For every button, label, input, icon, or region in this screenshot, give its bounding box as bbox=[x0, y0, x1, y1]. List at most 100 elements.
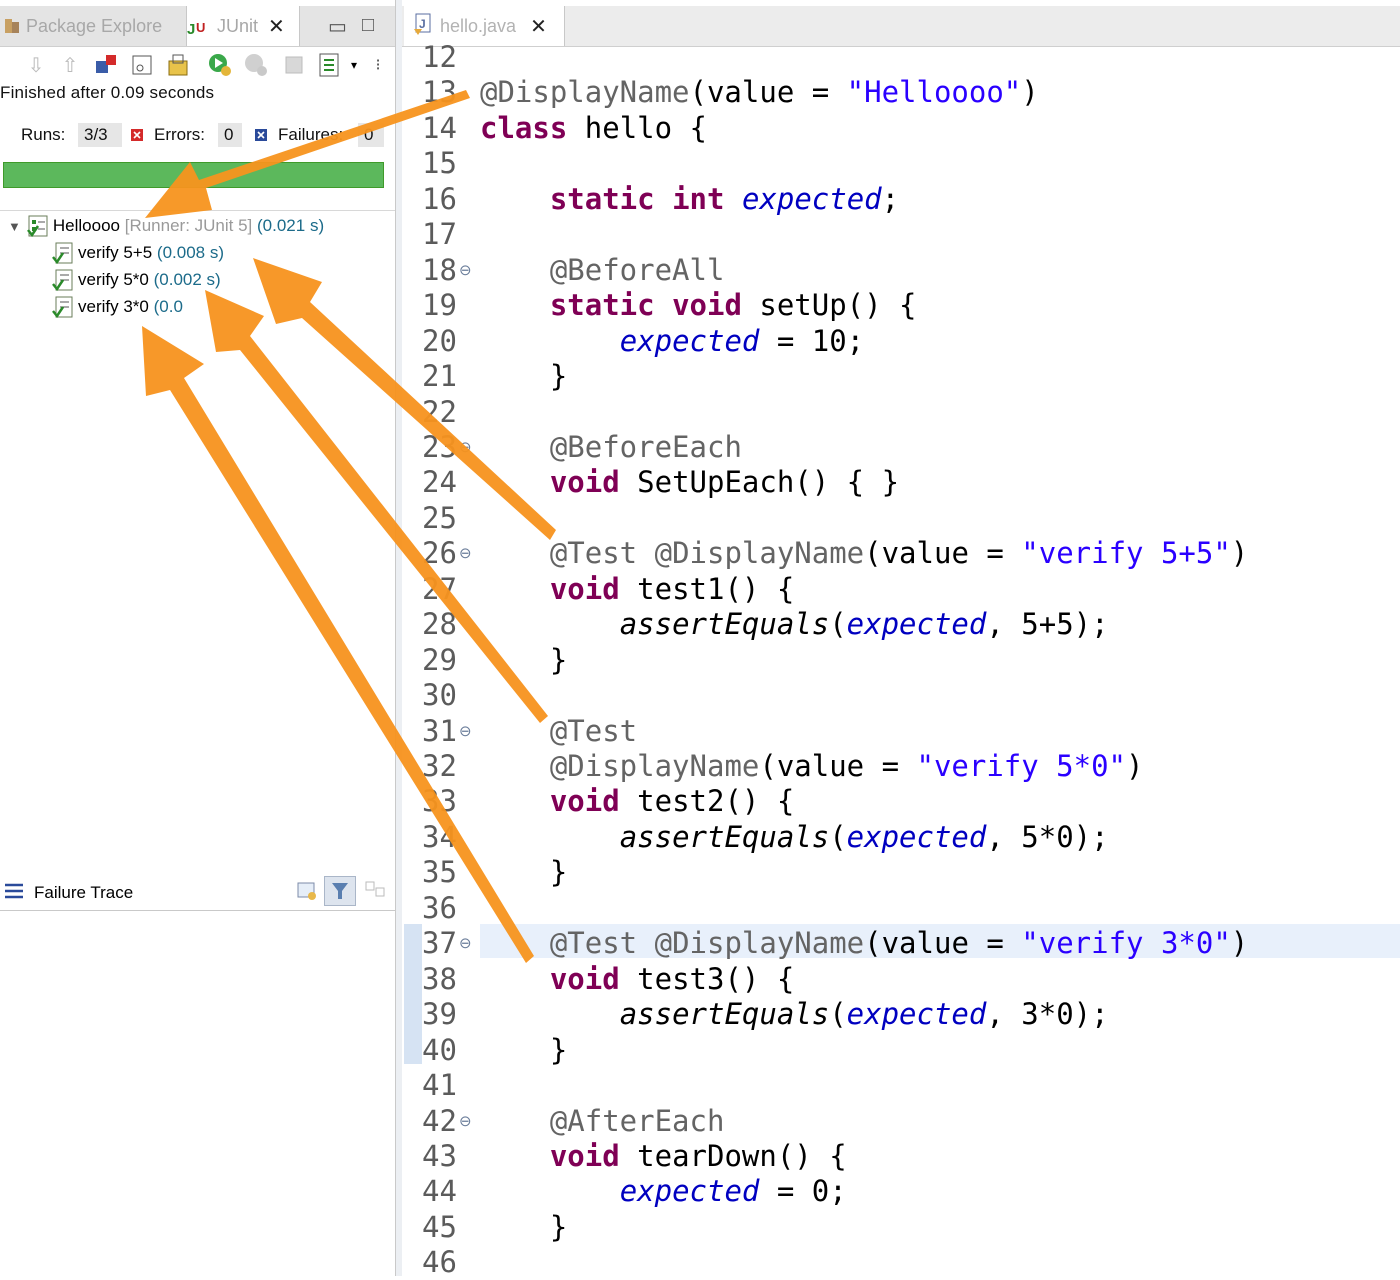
line-number: 44 bbox=[422, 1174, 457, 1209]
tab-package-explorer[interactable]: Package Explore bbox=[4, 6, 174, 46]
fold-icon[interactable]: ⊖ bbox=[459, 1112, 472, 1130]
compare-results-icon[interactable] bbox=[296, 880, 318, 907]
previous-failure-icon[interactable]: ⇧ bbox=[61, 54, 79, 77]
editor-tab-bar: J hello.java ✕ bbox=[402, 6, 1400, 47]
tree-item-test3[interactable]: verify 3*0 (0.0 bbox=[52, 294, 183, 320]
fold-icon[interactable]: ⊖ bbox=[459, 545, 472, 563]
quick-diff-marker bbox=[404, 924, 422, 1064]
failure-trace-header: Failure Trace bbox=[0, 876, 395, 911]
lock-icon[interactable] bbox=[164, 50, 192, 80]
code-line[interactable]: void SetUpEach() { } bbox=[549, 465, 900, 500]
line-number: 46 bbox=[422, 1245, 457, 1280]
line-number: 33 bbox=[422, 784, 457, 819]
test-progress-bar bbox=[3, 162, 384, 188]
line-number: 29 bbox=[422, 642, 457, 677]
code-line[interactable]: @BeforeEach bbox=[549, 429, 742, 464]
code-line[interactable]: @AfterEach bbox=[549, 1103, 725, 1138]
code-line[interactable]: assertEquals(expected, 5*0); bbox=[619, 819, 1109, 854]
tab-hello-java[interactable]: J hello.java ✕ bbox=[404, 6, 565, 46]
test-counters: Runs: 3/3 Errors: 0 Failures: 0 bbox=[0, 123, 395, 149]
line-number: 21 bbox=[422, 359, 457, 394]
code-line[interactable]: assertEquals(expected, 3*0); bbox=[619, 997, 1109, 1032]
failures-value: 0 bbox=[364, 125, 374, 144]
code-line[interactable]: } bbox=[480, 855, 568, 890]
close-icon[interactable]: ✕ bbox=[530, 15, 547, 38]
show-failures-only-icon[interactable] bbox=[92, 50, 120, 80]
tree-root-time: (0.021 s) bbox=[257, 216, 325, 235]
next-failure-icon[interactable]: ⇩ bbox=[27, 54, 45, 77]
code-line[interactable]: expected = 10; bbox=[619, 323, 865, 358]
code-line[interactable]: expected = 0; bbox=[619, 1174, 847, 1209]
code-line[interactable]: assertEquals(expected, 5+5); bbox=[619, 607, 1109, 642]
line-number: 26 bbox=[422, 536, 457, 571]
line-number: 35 bbox=[422, 855, 457, 890]
test-name: verify 3*0 bbox=[78, 297, 149, 316]
view-sash[interactable] bbox=[395, 0, 402, 1276]
tree-root[interactable]: ▼ Helloooo [Runner: JUnit 5] (0.021 s) bbox=[8, 213, 324, 239]
line-number: 34 bbox=[422, 819, 457, 854]
svg-text:J: J bbox=[419, 17, 426, 31]
code-line[interactable]: void test3() { bbox=[549, 961, 795, 996]
code-line[interactable]: @Test @DisplayName(value = "verify 5+5") bbox=[549, 536, 1249, 571]
line-number: 18 bbox=[422, 252, 457, 287]
code-line[interactable]: void test1() { bbox=[549, 571, 795, 606]
code-line[interactable]: void test2() { bbox=[549, 784, 795, 819]
code-line[interactable]: class hello { bbox=[480, 110, 707, 145]
fold-icon[interactable]: ⊖ bbox=[459, 261, 472, 279]
line-number: 31 bbox=[422, 713, 457, 748]
filter-stack-trace-icon[interactable] bbox=[324, 876, 356, 906]
minimize-icon[interactable]: ▭ bbox=[328, 16, 347, 38]
line-number: 17 bbox=[422, 217, 457, 252]
stop-icon[interactable] bbox=[280, 50, 308, 80]
code-line[interactable]: } bbox=[480, 1032, 568, 1067]
maximize-icon[interactable]: □ bbox=[362, 14, 375, 36]
view-menu-icon[interactable]: ⁝ bbox=[375, 57, 381, 74]
code-line[interactable]: void tearDown() { bbox=[549, 1138, 847, 1173]
expand-triangle-icon[interactable]: ▼ bbox=[8, 218, 21, 234]
rerun-test-icon[interactable] bbox=[206, 50, 234, 80]
tab-hello-java-label: hello.java bbox=[440, 15, 517, 36]
svg-text:U: U bbox=[196, 20, 205, 35]
current-line-highlight bbox=[480, 924, 1400, 958]
fold-icon[interactable]: ⊖ bbox=[459, 438, 472, 456]
errors-label: Errors: bbox=[154, 125, 205, 144]
fold-icon[interactable]: ⊖ bbox=[459, 722, 472, 740]
tab-junit-label: JUnit bbox=[217, 15, 259, 36]
svg-text:J: J bbox=[187, 21, 195, 37]
scroll-lock-icon[interactable] bbox=[128, 50, 156, 80]
code-line[interactable]: } bbox=[480, 1209, 568, 1244]
code-line[interactable]: static int expected; bbox=[549, 181, 900, 216]
test-time: (0.002 s) bbox=[153, 270, 221, 289]
code-line[interactable]: @DisplayName(value = "verify 5*0") bbox=[549, 749, 1144, 783]
code-line[interactable]: @Test @DisplayName(value = "verify 3*0") bbox=[549, 926, 1249, 961]
code-line[interactable]: static void setUp() { bbox=[549, 288, 917, 323]
line-number: 43 bbox=[422, 1138, 457, 1173]
code-line[interactable]: } bbox=[480, 642, 568, 677]
tree-item-test2[interactable]: verify 5*0 (0.002 s) bbox=[52, 267, 221, 293]
tree-item-test1[interactable]: verify 5+5 (0.008 s) bbox=[52, 240, 224, 266]
failure-trace-label: Failure Trace bbox=[34, 883, 134, 902]
history-dropdown-icon[interactable]: ▾ bbox=[350, 58, 358, 72]
line-number: 19 bbox=[422, 288, 457, 323]
progress-fill bbox=[4, 163, 383, 187]
line-number: 42 bbox=[422, 1103, 457, 1138]
code-line[interactable]: @BeforeAll bbox=[549, 252, 725, 287]
close-icon[interactable]: ✕ bbox=[268, 15, 285, 38]
line-number: 39 bbox=[422, 997, 457, 1032]
line-number: 16 bbox=[422, 181, 457, 216]
code-line[interactable]: @Test bbox=[549, 713, 638, 748]
code-line[interactable]: } bbox=[480, 359, 568, 394]
code-line[interactable]: @DisplayName(value = "Helloooo") bbox=[480, 75, 1039, 110]
rerun-failed-first-icon[interactable] bbox=[242, 50, 270, 80]
test-run-history-icon[interactable] bbox=[316, 50, 344, 80]
copy-trace-icon[interactable] bbox=[364, 880, 388, 907]
test-success-icon bbox=[52, 269, 74, 292]
java-file-icon: J bbox=[414, 13, 432, 40]
junit-toolbar: ⇩ ⇧ ▾ ⁝ bbox=[0, 50, 395, 84]
fold-icon[interactable]: ⊖ bbox=[459, 935, 472, 953]
line-number: 20 bbox=[422, 323, 457, 358]
